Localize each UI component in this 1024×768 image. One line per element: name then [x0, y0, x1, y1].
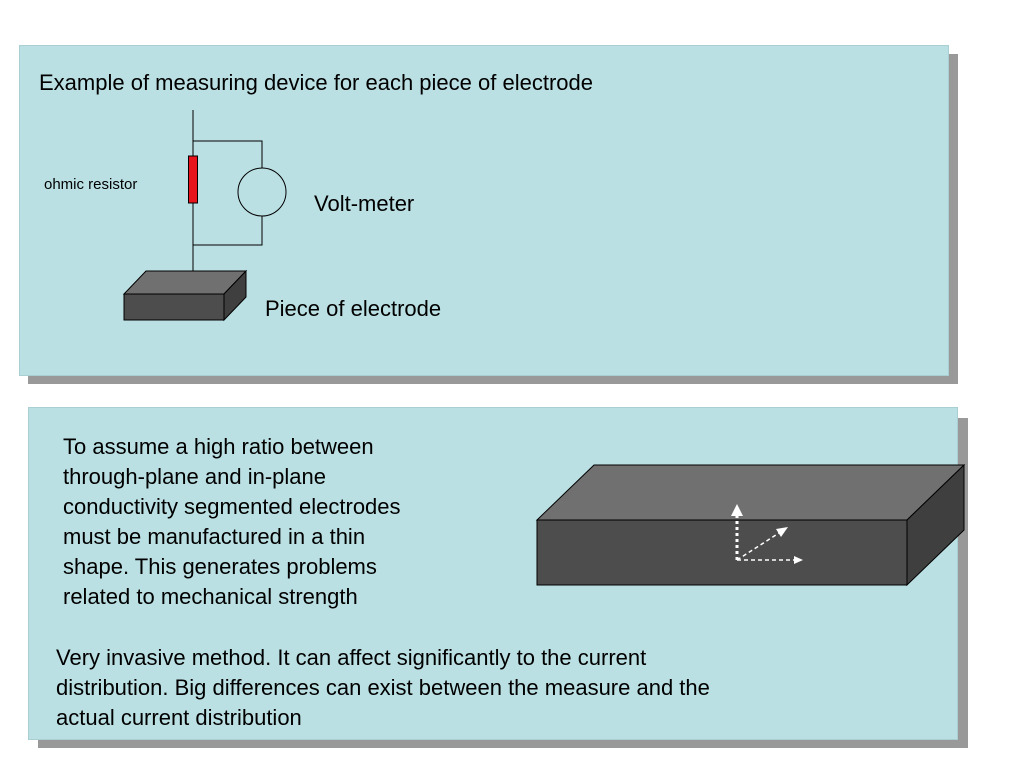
- voltmeter-wire-bottom: [193, 216, 263, 246]
- in-plane-arrow-y: [736, 532, 780, 561]
- ohmic-resistor: [188, 155, 198, 204]
- electrode-piece-label: Piece of electrode: [265, 296, 442, 321]
- ohmic-resistor-label: ohmic resistor: [44, 176, 138, 193]
- invasive-method-note: Very invasive method. It can affect sign…: [56, 645, 710, 730]
- voltmeter-circle: [237, 167, 287, 217]
- electrode-piece-block: [122, 269, 248, 322]
- top-panel-title: Example of measuring device for each pie…: [39, 70, 593, 95]
- top-panel: [19, 45, 949, 376]
- thin-electrode-block: [535, 463, 966, 587]
- voltmeter-label: Volt-meter: [314, 191, 415, 216]
- thin-shape-explanation: To assume a high ratio between through-p…: [63, 434, 401, 609]
- voltmeter-wire-top: [193, 140, 263, 168]
- conductivity-arrows: [731, 504, 803, 564]
